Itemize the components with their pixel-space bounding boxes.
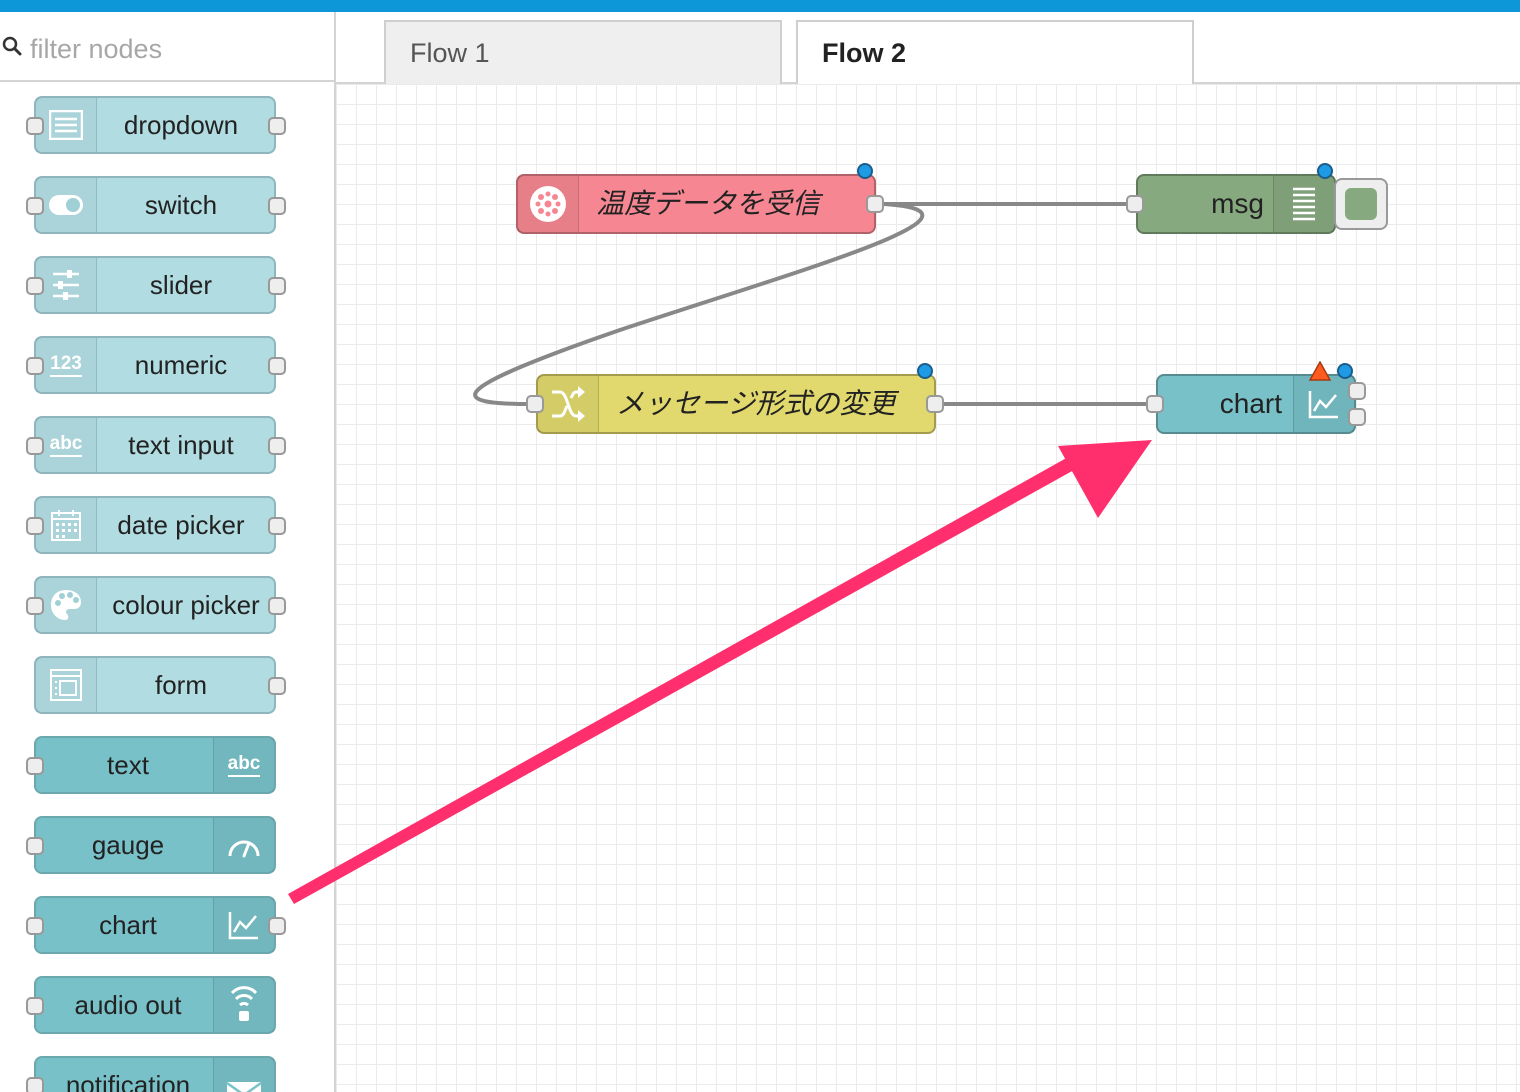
workspace-tabs: Flow 1 Flow 2 bbox=[336, 12, 1520, 86]
palette-node-label: slider bbox=[149, 270, 213, 300]
search-icon bbox=[2, 36, 22, 56]
palette-node-label: form bbox=[155, 670, 207, 700]
palette-node-numeric[interactable]: 123 numeric bbox=[34, 336, 276, 394]
input-port[interactable] bbox=[26, 197, 44, 215]
envelope-icon bbox=[213, 1058, 274, 1092]
output-port[interactable] bbox=[268, 677, 286, 695]
output-port[interactable] bbox=[268, 277, 286, 295]
palette-node-label: notification bbox=[65, 1070, 191, 1092]
palette-node-audio-out[interactable]: audio out bbox=[34, 976, 276, 1034]
input-port[interactable] bbox=[26, 1077, 44, 1092]
palette-node-notification[interactable]: notification bbox=[34, 1056, 276, 1092]
debug-toggle-indicator bbox=[1345, 188, 1377, 220]
tab-flow-1[interactable]: Flow 1 bbox=[384, 20, 782, 84]
palette-node-form[interactable]: form bbox=[34, 656, 276, 714]
input-port[interactable] bbox=[26, 837, 44, 855]
list-icon bbox=[36, 98, 97, 152]
node-palette: dropdown switch slider 123 numeric abc t… bbox=[0, 12, 336, 1092]
palette-node-colour-picker[interactable]: colour picker bbox=[34, 576, 276, 634]
palette-node-label: gauge bbox=[91, 830, 165, 860]
palette-filter bbox=[0, 12, 334, 82]
input-port[interactable] bbox=[526, 395, 544, 413]
input-port[interactable] bbox=[26, 357, 44, 375]
palette-node-label: audio out bbox=[74, 990, 182, 1020]
output-port[interactable] bbox=[268, 357, 286, 375]
shuffle-icon bbox=[538, 376, 599, 432]
flow-node-label: msg bbox=[1211, 188, 1264, 219]
output-port[interactable] bbox=[268, 597, 286, 615]
output-port[interactable] bbox=[866, 195, 884, 213]
flow-workspace[interactable] bbox=[336, 84, 1520, 1092]
palette-node-text-input[interactable]: abc text input bbox=[34, 416, 276, 474]
palette-node-label: date picker bbox=[117, 510, 245, 540]
debug-list-icon bbox=[1273, 176, 1334, 232]
tab-flow-2[interactable]: Flow 2 bbox=[796, 20, 1194, 86]
palette-icon bbox=[36, 578, 97, 632]
input-port[interactable] bbox=[26, 597, 44, 615]
output-port[interactable] bbox=[268, 117, 286, 135]
palette-node-label: dropdown bbox=[123, 110, 239, 140]
output-port[interactable] bbox=[268, 197, 286, 215]
palette-node-chart[interactable]: chart bbox=[34, 896, 276, 954]
gauge-icon bbox=[213, 818, 274, 872]
flow-node-label: chart bbox=[1219, 388, 1282, 419]
numeric-123-icon: 123 bbox=[36, 338, 97, 392]
palette-node-switch[interactable]: switch bbox=[34, 176, 276, 234]
input-port[interactable] bbox=[26, 277, 44, 295]
icon-text: 123 bbox=[50, 353, 82, 377]
changed-indicator-dot bbox=[857, 163, 873, 179]
sliders-icon bbox=[36, 258, 97, 312]
palette-node-date-picker[interactable]: date picker bbox=[34, 496, 276, 554]
top-bar bbox=[0, 0, 1520, 12]
toggle-icon bbox=[36, 178, 97, 232]
palette-node-label: numeric bbox=[134, 350, 228, 380]
mqtt-icon bbox=[518, 176, 579, 232]
palette-node-label: colour picker bbox=[112, 590, 260, 620]
palette-node-label: text bbox=[107, 750, 149, 780]
input-port[interactable] bbox=[26, 997, 44, 1015]
output-port[interactable] bbox=[1348, 382, 1366, 400]
input-port[interactable] bbox=[1126, 195, 1144, 213]
input-port[interactable] bbox=[26, 437, 44, 455]
debug-toggle-button[interactable] bbox=[1334, 178, 1388, 230]
input-port[interactable] bbox=[26, 517, 44, 535]
line-chart-icon bbox=[213, 898, 274, 952]
palette-node-text[interactable]: text abc bbox=[34, 736, 276, 794]
calendar-icon bbox=[36, 498, 97, 552]
icon-text: abc bbox=[49, 433, 83, 457]
filter-nodes-input[interactable] bbox=[28, 30, 322, 68]
flow-node-mqtt-in[interactable]: 温度データを受信 bbox=[516, 174, 876, 234]
output-port[interactable] bbox=[268, 517, 286, 535]
changed-indicator-dot bbox=[1317, 163, 1333, 179]
input-port[interactable] bbox=[26, 117, 44, 135]
palette-node-label: chart bbox=[99, 910, 157, 940]
abc-icon: abc bbox=[36, 418, 97, 472]
form-icon bbox=[36, 658, 97, 712]
palette-node-label: text input bbox=[128, 430, 234, 460]
flow-node-label: 温度データを受信 bbox=[596, 187, 821, 220]
flow-node-label: メッセージ形式の変更 bbox=[616, 387, 896, 420]
output-port[interactable] bbox=[268, 437, 286, 455]
input-port[interactable] bbox=[1146, 395, 1164, 413]
palette-node-gauge[interactable]: gauge bbox=[34, 816, 276, 874]
palette-node-dropdown[interactable]: dropdown bbox=[34, 96, 276, 154]
changed-indicator-dot bbox=[1337, 363, 1353, 379]
icon-text: abc bbox=[227, 753, 261, 777]
line-chart-icon bbox=[1293, 376, 1354, 432]
output-port[interactable] bbox=[1348, 408, 1366, 426]
output-port[interactable] bbox=[926, 395, 944, 413]
flow-node-debug[interactable]: msg bbox=[1136, 174, 1336, 234]
warning-triangle-icon bbox=[1309, 361, 1331, 381]
palette-node-slider[interactable]: slider bbox=[34, 256, 276, 314]
palette-node-label: switch bbox=[144, 190, 218, 220]
flow-node-chart[interactable]: chart bbox=[1156, 374, 1356, 434]
abc-icon: abc bbox=[213, 738, 274, 792]
flow-node-change[interactable]: メッセージ形式の変更 bbox=[536, 374, 936, 434]
audio-icon bbox=[213, 978, 274, 1032]
changed-indicator-dot bbox=[917, 363, 933, 379]
input-port[interactable] bbox=[26, 757, 44, 775]
output-port[interactable] bbox=[268, 917, 286, 935]
input-port[interactable] bbox=[26, 917, 44, 935]
